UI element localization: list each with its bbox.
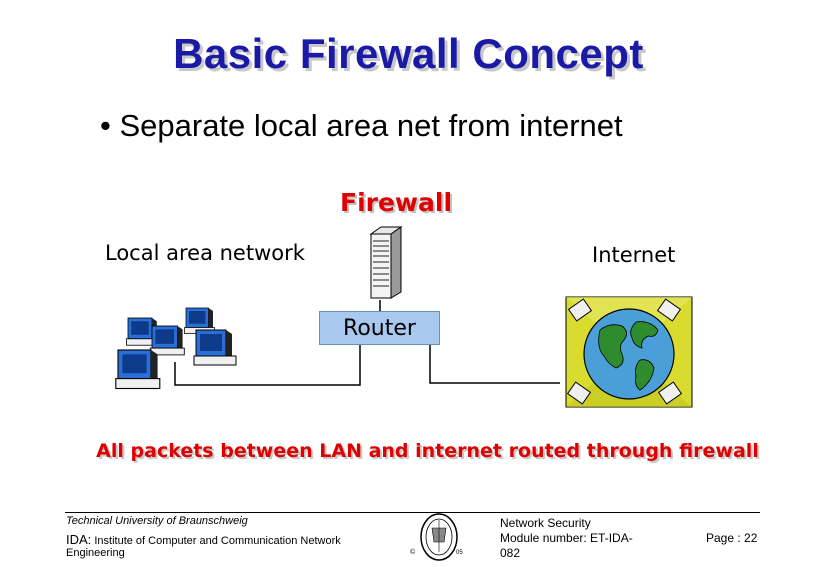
connection-lines [174, 300, 560, 386]
lan-computers-icon [115, 307, 237, 390]
footer-course: Network Security Module number: ET-IDA- … [500, 516, 680, 561]
footer-institute: Institute of Computer and Communication … [91, 535, 341, 547]
seal-year: 05 [456, 550, 463, 556]
firewall-server-icon [369, 226, 403, 299]
footer-institute-cont: Engineering [66, 547, 125, 559]
internet-label: Internet [592, 243, 676, 267]
slide-title: Basic Firewall Concept [173, 30, 644, 77]
footer-ida-prefix: IDA: [66, 532, 92, 547]
copyright-mark: © [410, 549, 416, 556]
lan-label: Local area network [105, 241, 305, 265]
footer-university: Technical University of Braunschweig [66, 515, 248, 527]
footer-institute-line: IDA: Institute of Computer and Communica… [66, 531, 341, 549]
router-box: Router [319, 311, 440, 345]
internet-globe-icon [565, 296, 693, 408]
footer-module-number: Module number: ET-IDA- [500, 531, 633, 545]
footer-module-number-cont: 082 [500, 546, 521, 560]
page-number: Page : 22 [706, 531, 758, 545]
university-seal-icon [420, 513, 458, 561]
firewall-label: Firewall [340, 188, 453, 217]
footer-divider [65, 512, 760, 513]
diagram-caption: All packets between LAN and internet rou… [96, 440, 759, 462]
internet-link-line [429, 344, 560, 384]
bullet-point: • Separate local area net from internet [100, 108, 623, 143]
lan-link-line [174, 344, 361, 386]
footer-course-title: Network Security [500, 516, 591, 530]
